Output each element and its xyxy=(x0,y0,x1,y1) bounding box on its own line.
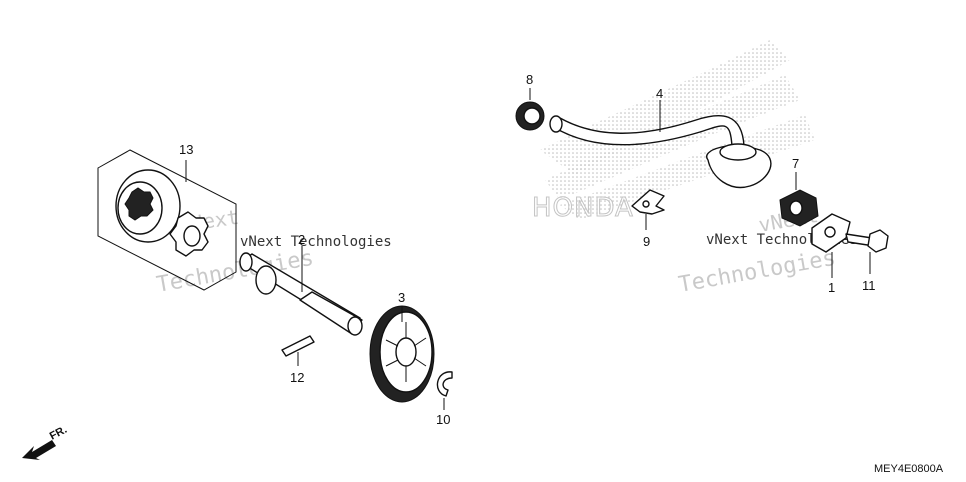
callout-4: 4 xyxy=(656,86,663,101)
part-13-rotor-set[interactable] xyxy=(97,149,237,291)
part-8-grommet[interactable] xyxy=(515,88,545,131)
callout-7: 7 xyxy=(792,156,799,171)
diagram-code: MEY4E0800A xyxy=(874,463,944,475)
front-direction-arrow: FR. xyxy=(22,424,69,460)
callout-3: 3 xyxy=(398,290,405,305)
callout-13: 13 xyxy=(179,142,193,157)
callout-9: 9 xyxy=(643,234,650,249)
part-9-clamp[interactable] xyxy=(631,189,665,230)
part-7-seal[interactable] xyxy=(779,172,819,227)
part-12-pin[interactable] xyxy=(281,335,315,366)
part-10-circlip[interactable] xyxy=(436,371,453,410)
callout-11: 11 xyxy=(862,278,876,293)
callout-8: 8 xyxy=(526,72,533,87)
callout-1: 1 xyxy=(828,280,835,295)
honda-brand-watermark: HONDA xyxy=(532,193,634,223)
callout-2: 2 xyxy=(298,232,305,247)
part-1-joint[interactable] xyxy=(811,213,851,278)
part-2-pump-shaft[interactable] xyxy=(239,246,363,336)
part-11-bolt[interactable] xyxy=(845,229,889,274)
watermark-text: vNext Technologies xyxy=(240,234,392,250)
callout-10: 10 xyxy=(436,412,450,427)
watermark-text: Technologies xyxy=(677,246,838,298)
part-4-oil-strainer[interactable] xyxy=(549,100,772,189)
front-label: FR. xyxy=(48,424,69,443)
part-3-pump-gear[interactable] xyxy=(369,305,435,403)
callout-12: 12 xyxy=(290,370,304,385)
